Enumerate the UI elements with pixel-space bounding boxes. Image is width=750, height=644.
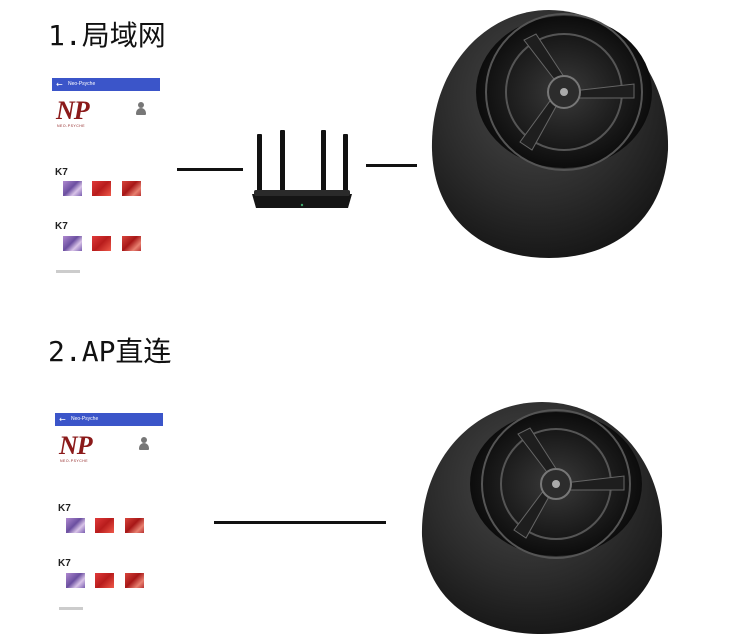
- app-bar: ← Neo-Psyche: [55, 413, 163, 426]
- connection-line: [214, 521, 386, 524]
- router-icon: [248, 128, 356, 214]
- device-thumbnail[interactable]: [125, 518, 144, 533]
- device-thumbnail[interactable]: [92, 236, 111, 251]
- device-thumbnail[interactable]: [125, 573, 144, 588]
- device-name: K7: [58, 503, 71, 514]
- connection-line: [177, 168, 243, 171]
- device-name: K7: [55, 221, 68, 232]
- device-thumbnail[interactable]: [95, 518, 114, 533]
- device-thumbnail[interactable]: [66, 573, 85, 588]
- phone-app-screenshot: ← Neo-Psyche NP NEO-PSYCHE K7 K7: [52, 78, 160, 278]
- device-name: K7: [58, 558, 71, 569]
- device-thumbnail[interactable]: [66, 518, 85, 533]
- section-heading-ap: 2.AP直连: [48, 335, 172, 368]
- arrow-left-icon[interactable]: ←: [59, 415, 66, 424]
- device-name: K7: [55, 167, 68, 178]
- logo-subtitle: NEO-PSYCHE: [57, 124, 86, 128]
- brand-logo: NP NEO-PSYCHE: [56, 98, 100, 134]
- logo-subtitle: NEO-PSYCHE: [60, 459, 89, 463]
- device-label: K7: [55, 168, 68, 178]
- wavemaker-pump-icon: [416, 388, 666, 638]
- connection-line: [366, 164, 417, 167]
- device-thumbnail[interactable]: [95, 573, 114, 588]
- version-text: [59, 607, 83, 610]
- wavemaker-pump-icon: [424, 0, 674, 262]
- user-icon[interactable]: [136, 102, 146, 116]
- device-thumbnail[interactable]: [122, 236, 141, 251]
- device-label: K7: [58, 504, 71, 514]
- user-icon[interactable]: [139, 437, 149, 451]
- section-heading-lan: 1.局域网: [48, 19, 166, 52]
- phone-app-screenshot: ← Neo-Psyche NP NEO-PSYCHE K7 K7: [55, 413, 163, 613]
- app-title: Neo-Psyche: [71, 416, 99, 422]
- logo-mark: NP: [59, 431, 93, 460]
- version-text: [56, 270, 80, 273]
- logo-mark: NP: [56, 96, 90, 125]
- device-thumbnail[interactable]: [63, 236, 82, 251]
- device-label: K7: [55, 222, 68, 232]
- app-title: Neo-Psyche: [68, 81, 96, 87]
- app-bar: ← Neo-Psyche: [52, 78, 160, 91]
- device-thumbnail[interactable]: [122, 181, 141, 196]
- device-thumbnail[interactable]: [63, 181, 82, 196]
- arrow-left-icon[interactable]: ←: [56, 80, 63, 89]
- brand-logo: NP NEO-PSYCHE: [59, 433, 103, 469]
- device-label: K7: [58, 559, 71, 569]
- device-thumbnail[interactable]: [92, 181, 111, 196]
